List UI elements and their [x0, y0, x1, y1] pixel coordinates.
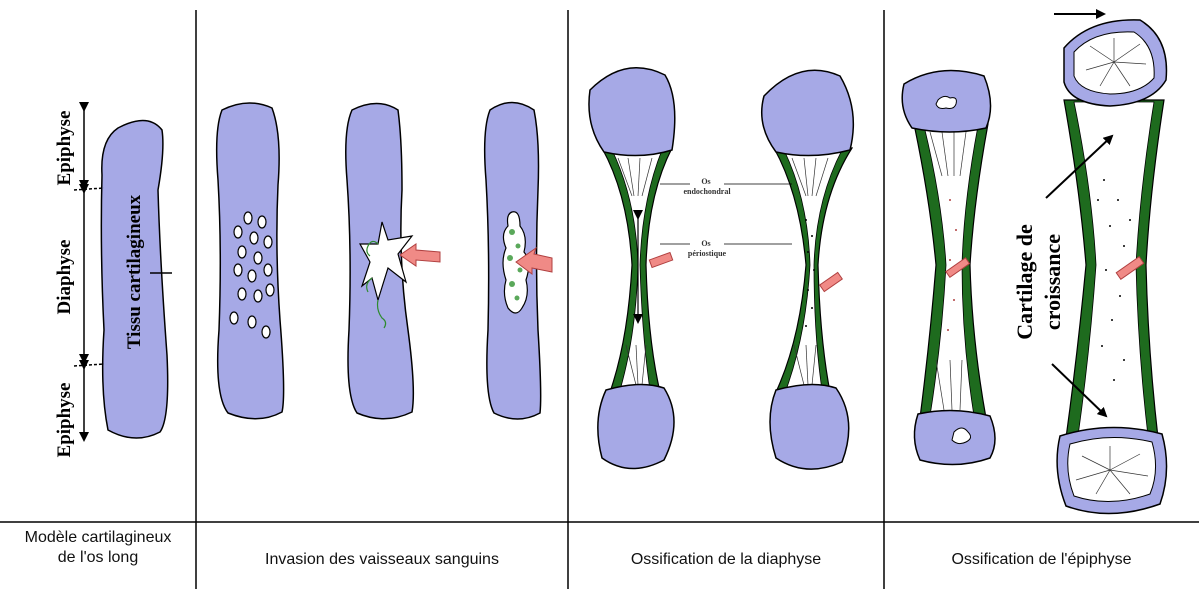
tissu-cartilagineux-label: Tissu cartilagineux: [124, 194, 145, 349]
caption-4-text: Ossification de l'épiphyse: [951, 550, 1131, 570]
epiphysis-bottom-b: [770, 384, 849, 469]
panel-vascular-invasion: [217, 103, 552, 420]
vessel-arrow-2: [400, 244, 440, 266]
panel-diaphysis-ossification: Os endochondral Os périostique: [589, 68, 853, 469]
os-periostique-label: Os périostique: [688, 239, 727, 258]
boundary-line-top: [74, 188, 104, 190]
caption-vascular-invasion: Invasion des vaisseaux sanguins: [196, 528, 568, 589]
bone-diaphysis-b: [762, 70, 854, 469]
caption-diaphysis: Ossification de la diaphyse: [568, 528, 884, 589]
cartilage-label-line2: croissance: [1040, 234, 1065, 330]
caption-epiphysis: Ossification de l'épiphyse: [884, 528, 1199, 589]
vessel-a: [649, 252, 672, 267]
panel-epiphysis-ossification: Cartilage de croissance: [902, 14, 1166, 514]
bone-stage-1: [217, 103, 284, 419]
epiphysis-top-b: [762, 70, 854, 155]
caption-cartilage-model: Modèle cartilagineux de l'os long: [0, 528, 196, 589]
epiphysis-top-a: [589, 68, 675, 156]
panel-cartilage-model: Epiphyse Diaphyse Epiphyse Tissu cartila…: [54, 110, 172, 457]
bone-epiphysis-c: [902, 71, 995, 465]
vessel-b: [820, 272, 843, 291]
epiphyse-bottom-label: Epiphyse: [54, 383, 75, 458]
os-periostique-line1: Os: [701, 239, 710, 248]
epiphysis-bottom-a: [598, 384, 674, 468]
boundary-line-bottom: [74, 364, 104, 366]
bone-epiphysis-d: [1057, 20, 1166, 514]
epiphyse-top-label: Epiphyse: [54, 111, 75, 186]
os-endochondral-label: Os endochondral: [683, 177, 731, 196]
cartilage-label-line1: Cartilage de: [1012, 224, 1037, 340]
os-endochondral-line2: endochondral: [683, 187, 731, 196]
bone-diaphysis-a: [589, 68, 675, 469]
caption-3-text: Ossification de la diaphyse: [631, 550, 821, 570]
os-periostique-line2: périostique: [688, 249, 727, 258]
caption-1-text: Modèle cartilagineux de l'os long: [18, 528, 178, 568]
caption-2-text: Invasion des vaisseaux sanguins: [265, 550, 499, 570]
diaphyse-label: Diaphyse: [54, 240, 75, 315]
os-endochondral-line1: Os: [701, 177, 710, 186]
